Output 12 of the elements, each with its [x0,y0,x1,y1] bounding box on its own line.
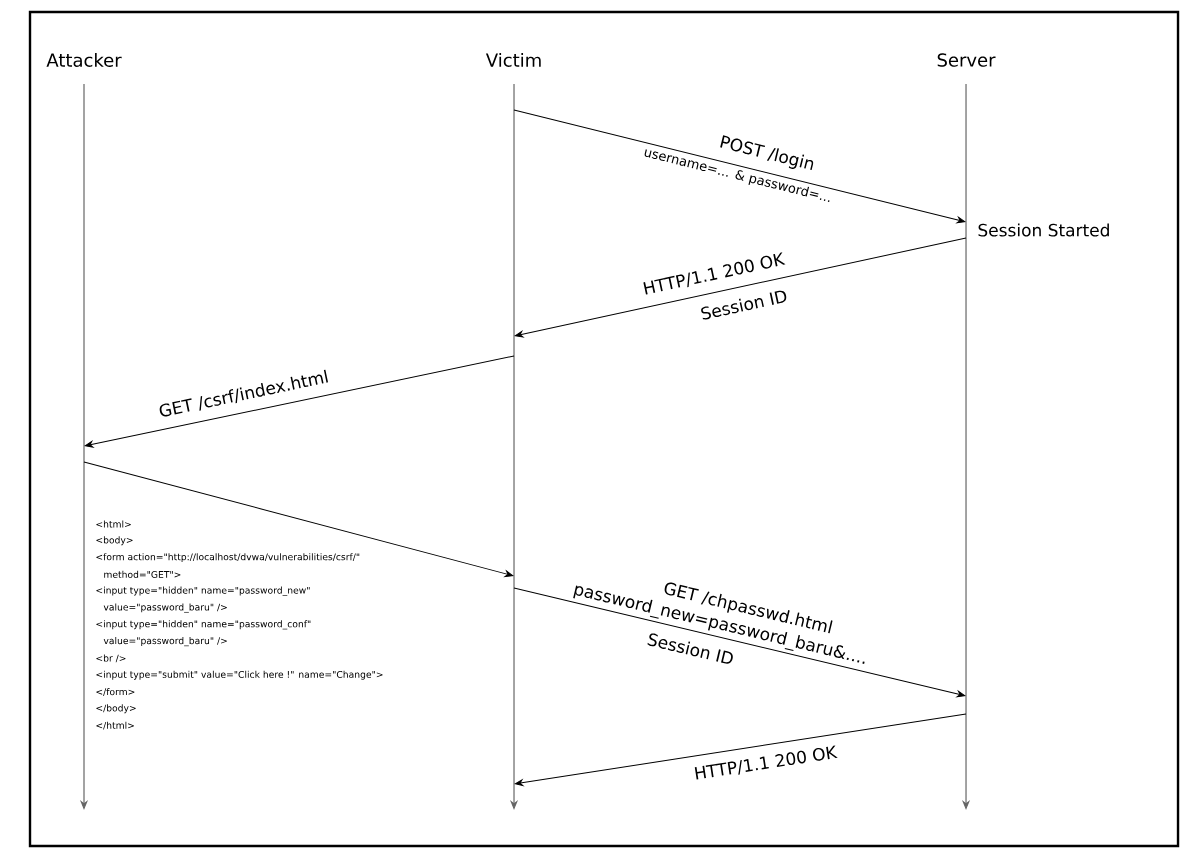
participant-label: Server [937,53,996,67]
message-arrow [513,109,966,224]
message-arrow [84,355,515,448]
state-label: Session Started [978,223,1109,237]
message-arrow [514,713,967,787]
message-arrow [83,461,514,578]
message-label: Session ID [696,286,791,323]
participant-label: Attacker [46,53,122,67]
participant-label: Victim [485,53,541,67]
message-arrow [513,587,966,698]
message-arrow [514,237,967,338]
edge-label: HTTP/1.1 200 OK [690,742,840,784]
